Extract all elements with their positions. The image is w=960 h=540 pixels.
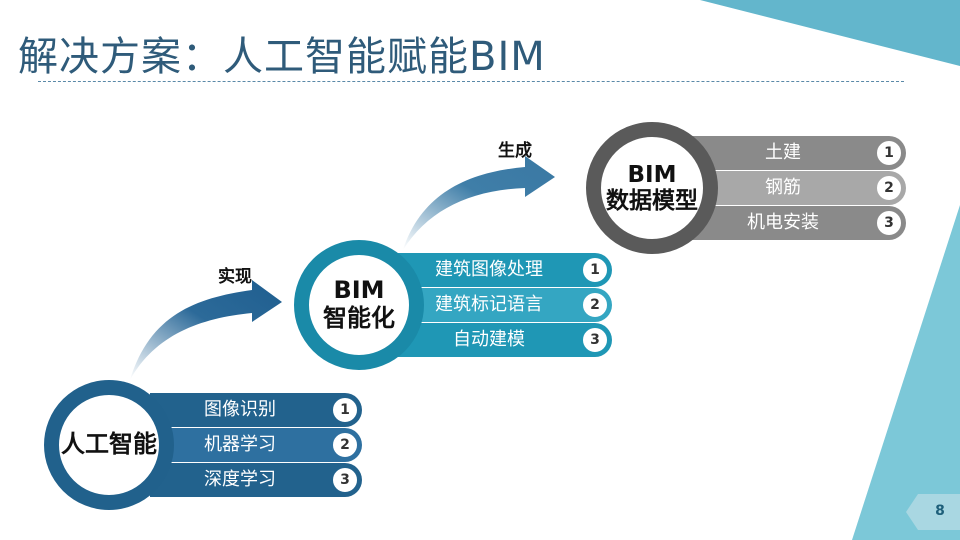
title-divider xyxy=(38,81,904,82)
item-number-badge: 3 xyxy=(581,326,609,354)
top-right-triangle xyxy=(700,0,960,66)
page-number: 8 xyxy=(935,503,945,519)
item-label: 机器学习 xyxy=(204,434,276,455)
stage-bim-intelligent-item-2: 建筑标记语言 2 xyxy=(398,288,612,322)
page-title: 解决方案：人工智能赋能BIM xyxy=(18,34,546,80)
upper-arrow-label: 生成 xyxy=(498,141,532,161)
stage-ai-circle: 人工智能 xyxy=(44,380,174,510)
item-label: 深度学习 xyxy=(204,469,276,490)
item-number-badge: 1 xyxy=(331,396,359,424)
stage-bim-intelligent-circle: BIM 智能化 xyxy=(294,240,424,370)
item-number-badge: 3 xyxy=(331,466,359,494)
stage-bim-data-model-circle: BIM 数据模型 xyxy=(586,122,718,254)
stage-ai-item-2: 机器学习 2 xyxy=(150,428,362,462)
stage-ai-item-3: 深度学习 3 xyxy=(150,463,362,497)
stage-bim-data-model-title: BIM 数据模型 xyxy=(606,161,698,214)
stage-ai-title: 人工智能 xyxy=(61,430,157,459)
item-label: 建筑标记语言 xyxy=(435,294,543,315)
item-number-badge: 2 xyxy=(581,291,609,319)
item-label: 图像识别 xyxy=(204,399,276,420)
item-label: 土建 xyxy=(765,142,801,163)
lower-arrow-label: 实现 xyxy=(218,267,252,287)
lower-curved-arrow xyxy=(130,280,282,380)
item-number-badge: 2 xyxy=(331,431,359,459)
item-label: 建筑图像处理 xyxy=(435,259,543,280)
item-number-badge: 1 xyxy=(875,139,903,167)
page-number-tab xyxy=(906,494,960,530)
stage-ai-item-1: 图像识别 1 xyxy=(150,393,362,427)
stage-bim-data-model-item-2: 钢筋 2 xyxy=(690,171,906,205)
stage-bim-intelligent-item-3: 自动建模 3 xyxy=(398,323,612,357)
bottom-right-triangle xyxy=(852,205,960,540)
item-label: 钢筋 xyxy=(765,177,801,198)
stage-bim-data-model-item-1: 土建 1 xyxy=(690,136,906,170)
item-label: 自动建模 xyxy=(453,329,525,350)
item-label: 机电安装 xyxy=(747,212,819,233)
stage-bim-intelligent-item-1: 建筑图像处理 1 xyxy=(398,253,612,287)
stage-bim-data-model-item-3: 机电安装 3 xyxy=(690,206,906,240)
item-number-badge: 2 xyxy=(875,174,903,202)
stage-bim-intelligent-title: BIM 智能化 xyxy=(323,276,395,332)
upper-curved-arrow xyxy=(403,156,555,250)
item-number-badge: 1 xyxy=(581,256,609,284)
item-number-badge: 3 xyxy=(875,209,903,237)
